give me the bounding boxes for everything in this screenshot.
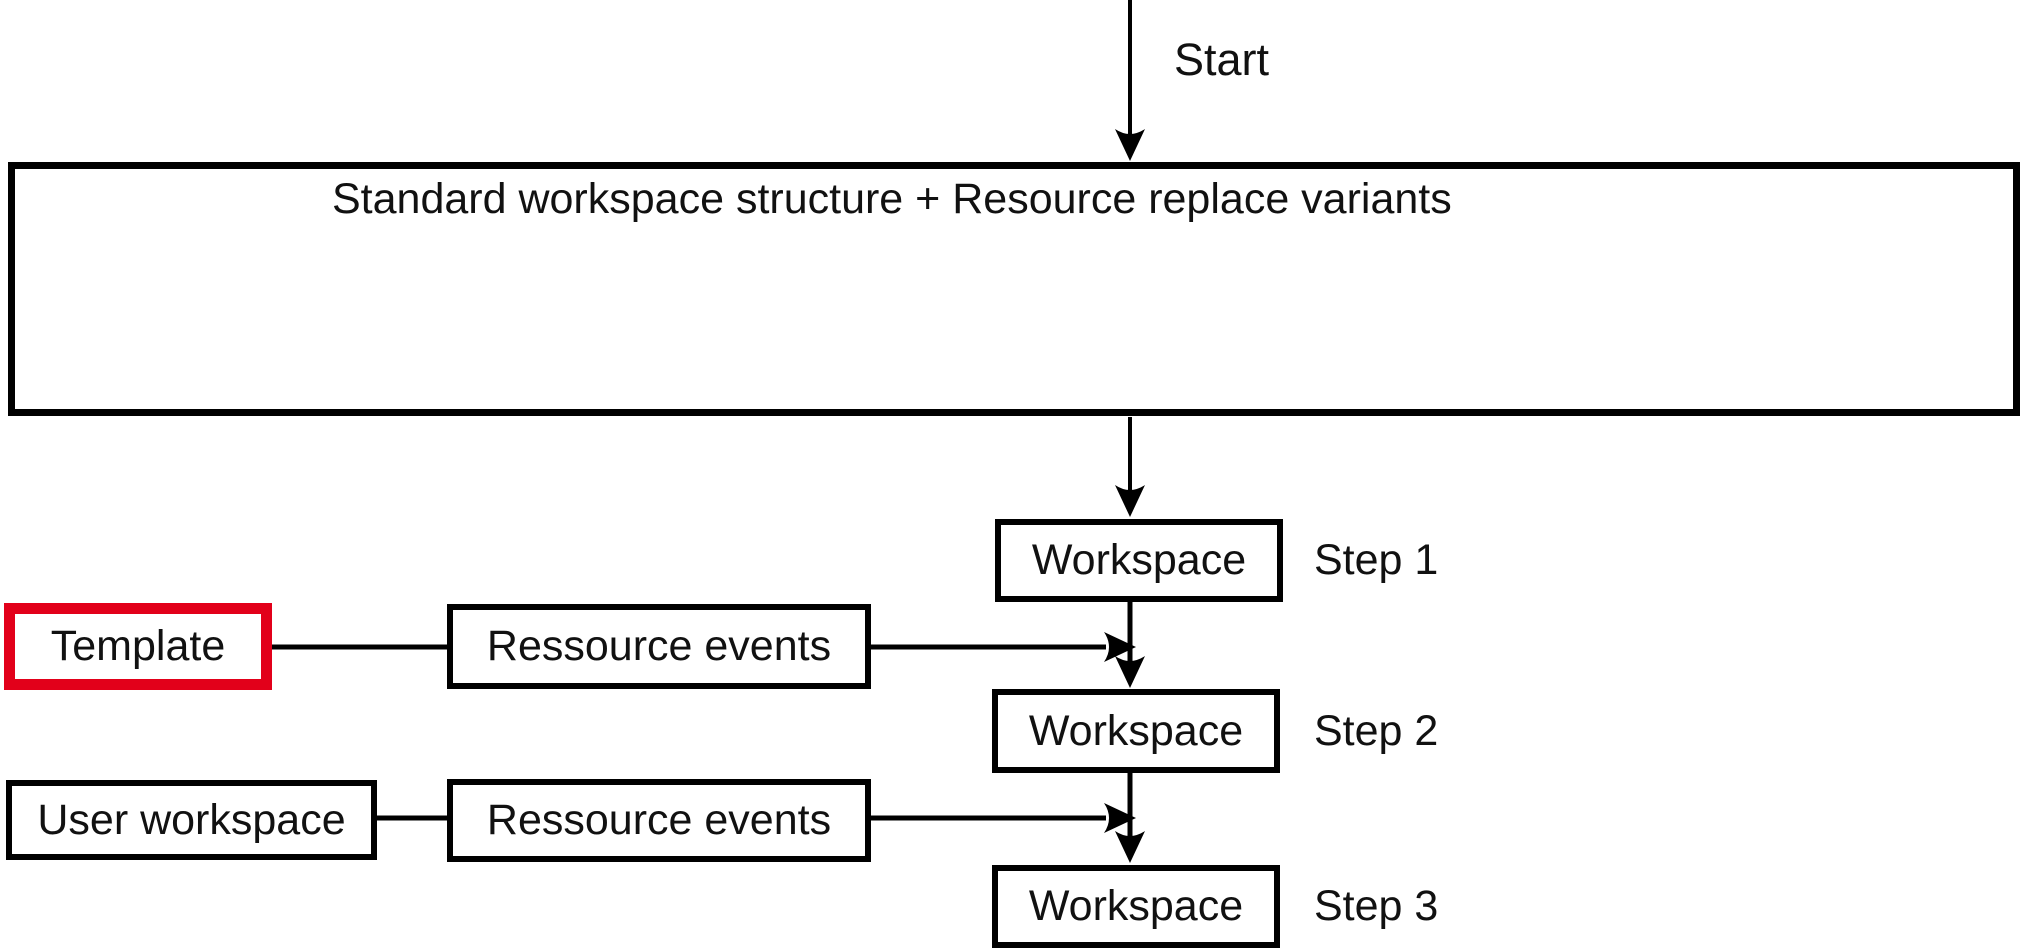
step1-label-text: Step 1: [1314, 536, 1439, 584]
step1-label: Step 1: [1314, 519, 1438, 602]
workspace-box-step2: Workspace: [992, 689, 1280, 773]
events1-arrowhead-icon: [1104, 632, 1136, 662]
template-box: Template: [4, 603, 272, 690]
resource-events-box-2: Ressource events: [447, 779, 871, 862]
workspace-box-step1: Workspace: [995, 519, 1283, 602]
events2-arrowhead-icon: [1104, 803, 1136, 833]
resource-events-box-1: Ressource events: [447, 604, 871, 689]
step1-arrowhead-icon: [1115, 485, 1145, 517]
root-box-label: Standard workspace structure + Resource …: [332, 175, 1452, 223]
step2-arrowhead-icon: [1115, 656, 1145, 688]
workspace-box-step3: Workspace: [992, 865, 1280, 948]
user-workspace-box-label: User workspace: [37, 795, 346, 844]
step3-label-text: Step 3: [1314, 882, 1439, 930]
resource-events-box-1-label: Ressource events: [486, 622, 832, 670]
template-box-label: Template: [50, 622, 226, 670]
root-box: Standard workspace structure + Resource …: [8, 162, 2020, 416]
start-arrowhead-icon: [1115, 129, 1145, 161]
resource-events-box-2-label: Ressource events: [486, 796, 832, 844]
step2-label-text: Step 2: [1314, 706, 1439, 755]
user-workspace-box: User workspace: [6, 780, 377, 860]
start-label: Start: [1174, 34, 1269, 84]
step3-arrowhead-icon: [1115, 831, 1145, 863]
workspace-box-step2-label: Workspace: [1028, 706, 1244, 755]
start-label-text: Start: [1174, 33, 1270, 85]
step2-label: Step 2: [1314, 689, 1438, 773]
step3-label: Step 3: [1314, 865, 1438, 948]
workspace-box-step3-label: Workspace: [1028, 882, 1244, 930]
workspace-box-step1-label: Workspace: [1031, 536, 1247, 584]
